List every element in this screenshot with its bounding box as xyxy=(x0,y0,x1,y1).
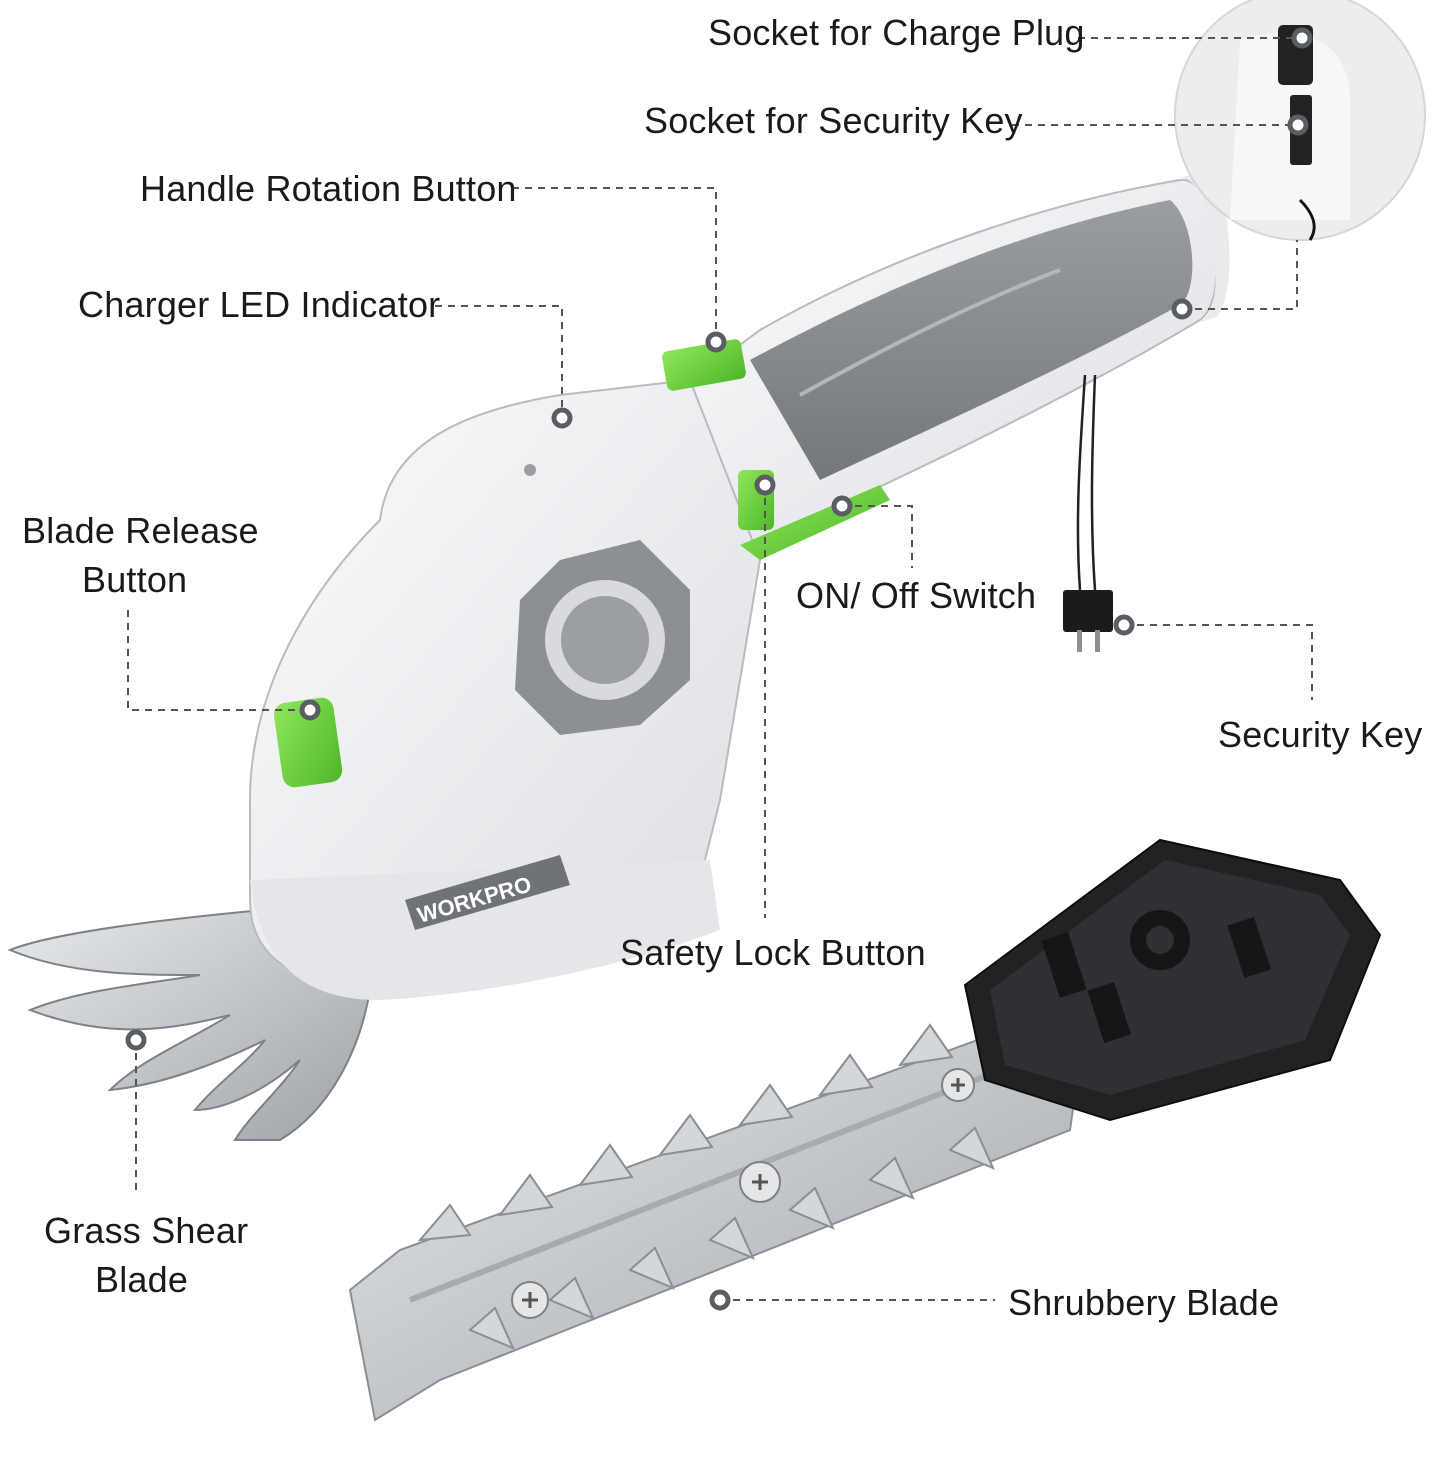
callout-dot-handle-rotation xyxy=(705,331,727,353)
label-blade-release-line1: Blade Release xyxy=(22,510,259,551)
label-grass-shear-line1: Grass Shear xyxy=(44,1210,249,1251)
callout-dot-blade-release xyxy=(299,699,321,721)
callout-dots xyxy=(125,27,1313,1311)
callout-dot-battery xyxy=(1171,298,1193,320)
callout-dot-shrubbery xyxy=(709,1289,731,1311)
shrubbery-blade-image xyxy=(348,1008,1082,1422)
callout-dot-security-socket xyxy=(1287,114,1309,136)
security-key-image xyxy=(1063,374,1113,652)
callout-dot-safety-lock xyxy=(754,474,776,496)
label-handle-rotation-button: Handle Rotation Button xyxy=(140,168,517,209)
blade-holder-image xyxy=(963,838,1382,1122)
label-socket-charge-plug: Socket for Charge Plug xyxy=(708,12,1085,53)
callout-dot-grass-shear xyxy=(125,1029,147,1051)
label-charger-led-indicator: Charger LED Indicator xyxy=(78,284,441,325)
callout-lines xyxy=(127,37,1313,1301)
label-grass-shear-line2: Blade xyxy=(95,1259,189,1300)
callout-dot-charger-led xyxy=(551,407,573,429)
label-blade-release-line2: Button xyxy=(82,559,188,600)
label-on-off-switch: ON/ Off Switch xyxy=(796,575,1037,616)
callout-dot-security-key xyxy=(1113,614,1135,636)
label-safety-lock-button: Safety Lock Button xyxy=(620,932,926,973)
label-shrubbery-blade: Shrubbery Blade xyxy=(1008,1282,1280,1323)
callout-dot-on-off xyxy=(831,495,853,517)
label-socket-security-key: Socket for Security Key xyxy=(644,100,1023,141)
label-security-key: Security Key xyxy=(1218,714,1423,755)
callout-dot-charge-plug xyxy=(1291,27,1313,49)
